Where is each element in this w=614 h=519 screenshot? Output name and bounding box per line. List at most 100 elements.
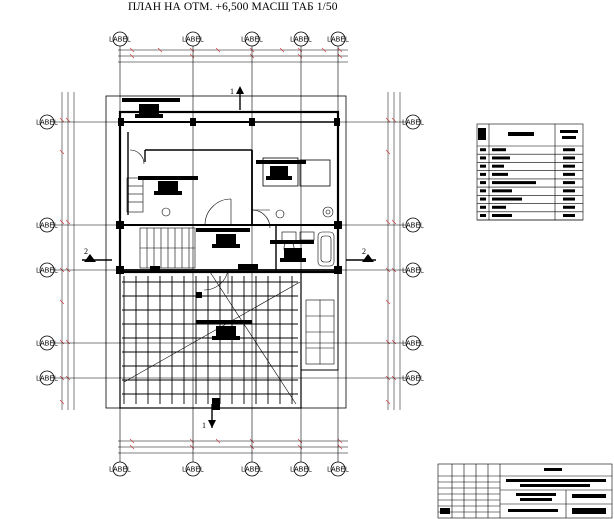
legend-row-qty	[563, 197, 575, 201]
room-tag	[270, 240, 314, 262]
axis-label: LABEL	[36, 223, 58, 230]
axis-bubbles-top: LABEL LABEL LABEL LABEL LABEL	[109, 31, 349, 47]
section-mark-top: 1	[230, 87, 234, 96]
interior-walls	[120, 121, 338, 271]
axis-label: LABEL	[109, 467, 131, 474]
legend-header	[478, 128, 578, 140]
section-marks: 1 1 2 2	[82, 86, 376, 430]
axis-bubble: LABEL	[109, 31, 131, 47]
legend-rows	[477, 148, 583, 221]
legend-row-symbol	[480, 189, 486, 193]
legend-row-symbol	[480, 172, 486, 176]
axis-label: LABEL	[36, 376, 58, 383]
axis-bubbles-right: LABEL LABEL LABEL LABEL LABEL	[402, 114, 424, 386]
bathroom-fixtures	[161, 206, 335, 267]
axis-label: LABEL	[182, 467, 204, 474]
axis-label: LABEL	[402, 376, 424, 383]
axis-bubble: LABEL	[36, 370, 58, 386]
legend-row-symbol	[480, 214, 486, 217]
axis-label: LABEL	[327, 467, 349, 474]
legend-row-qty	[563, 156, 575, 160]
legend-row-text	[492, 156, 510, 160]
axis-bubble: LABEL	[241, 461, 263, 477]
axis-bubble: LABEL	[36, 262, 58, 278]
legend-row-qty	[563, 189, 575, 193]
axis-label: LABEL	[241, 467, 263, 474]
axis-bubble: LABEL	[36, 217, 58, 233]
axis-bubble: LABEL	[182, 461, 204, 477]
legend-row-qty	[563, 148, 575, 152]
axis-label: LABEL	[36, 268, 58, 275]
room-tags	[122, 98, 314, 340]
terrace-framing-grid	[122, 276, 298, 404]
axis-bubble: LABEL	[36, 335, 58, 351]
axis-label: LABEL	[109, 37, 131, 44]
axis-bubble: LABEL	[402, 335, 424, 351]
legend-row-symbol	[480, 205, 486, 209]
legend-row-symbol	[480, 156, 486, 160]
legend-row-symbol	[480, 148, 486, 152]
axis-label: LABEL	[36, 120, 58, 127]
legend-row-symbol	[480, 197, 486, 201]
terrace-diagonals	[123, 271, 301, 405]
axis-label: LABEL	[241, 37, 263, 44]
axis-label: LABEL	[402, 268, 424, 275]
legend-row-text	[492, 164, 504, 168]
room-tag	[138, 176, 198, 195]
section-mark-right: 2	[362, 247, 366, 256]
stair	[126, 177, 196, 269]
axis-bubble: LABEL	[327, 461, 349, 477]
legend-row-text	[492, 172, 508, 176]
dimension-chains	[61, 49, 401, 454]
axis-label: LABEL	[290, 467, 312, 474]
room-tag	[256, 160, 306, 180]
building-outline	[105, 95, 347, 409]
axis-label: LABEL	[36, 341, 58, 348]
axis-label: LABEL	[182, 37, 204, 44]
grid-axis-lines	[52, 46, 408, 462]
legend-row-text	[492, 214, 512, 217]
legend-row-qty	[563, 164, 575, 168]
axis-bubble: LABEL	[241, 31, 263, 47]
axis-label: LABEL	[327, 37, 349, 44]
axis-bubbles-left: LABEL LABEL LABEL LABEL LABEL	[36, 114, 58, 386]
room-tag	[196, 320, 252, 340]
legend-row-text	[492, 197, 522, 201]
axis-bubbles-bottom: LABEL LABEL LABEL LABEL LABEL	[109, 461, 349, 477]
legend-row-text	[492, 148, 506, 152]
legend-row-qty	[563, 214, 575, 217]
column-marks	[116, 118, 342, 410]
axis-label: LABEL	[402, 223, 424, 230]
legend-row-qty	[563, 181, 575, 185]
axis-bubble: LABEL	[36, 114, 58, 130]
legend-table	[476, 123, 584, 221]
axis-label: LABEL	[402, 341, 424, 348]
legend-row-qty	[563, 205, 575, 209]
section-mark-bottom: 1	[202, 421, 206, 430]
room-tag	[122, 98, 180, 118]
legend-row-text	[492, 205, 506, 209]
title-block-text	[440, 468, 606, 514]
legend-row-text	[492, 181, 536, 185]
axis-bubble: LABEL	[182, 31, 204, 47]
legend-row-qty	[563, 172, 575, 176]
title-block	[437, 463, 613, 519]
legend-row-symbol	[480, 181, 486, 185]
axis-bubble: LABEL	[290, 31, 312, 47]
axis-bubble: LABEL	[109, 461, 131, 477]
axis-label: LABEL	[290, 37, 312, 44]
axis-label: LABEL	[402, 120, 424, 127]
axis-bubble: LABEL	[402, 114, 424, 130]
room-tag	[196, 228, 250, 248]
legend-row-text	[492, 189, 512, 193]
sheet-title: ПЛАН НА ОТМ. +6,500 МАСШ ТАБ 1/50	[128, 1, 338, 13]
axis-bubble: LABEL	[402, 370, 424, 386]
axis-bubble: LABEL	[290, 461, 312, 477]
legend-row-symbol	[480, 164, 486, 168]
axis-bubble: LABEL	[327, 31, 349, 47]
terrace-side-panel	[305, 299, 335, 365]
section-mark-left: 2	[84, 247, 88, 256]
axis-bubble: LABEL	[402, 262, 424, 278]
axis-bubble: LABEL	[402, 217, 424, 233]
